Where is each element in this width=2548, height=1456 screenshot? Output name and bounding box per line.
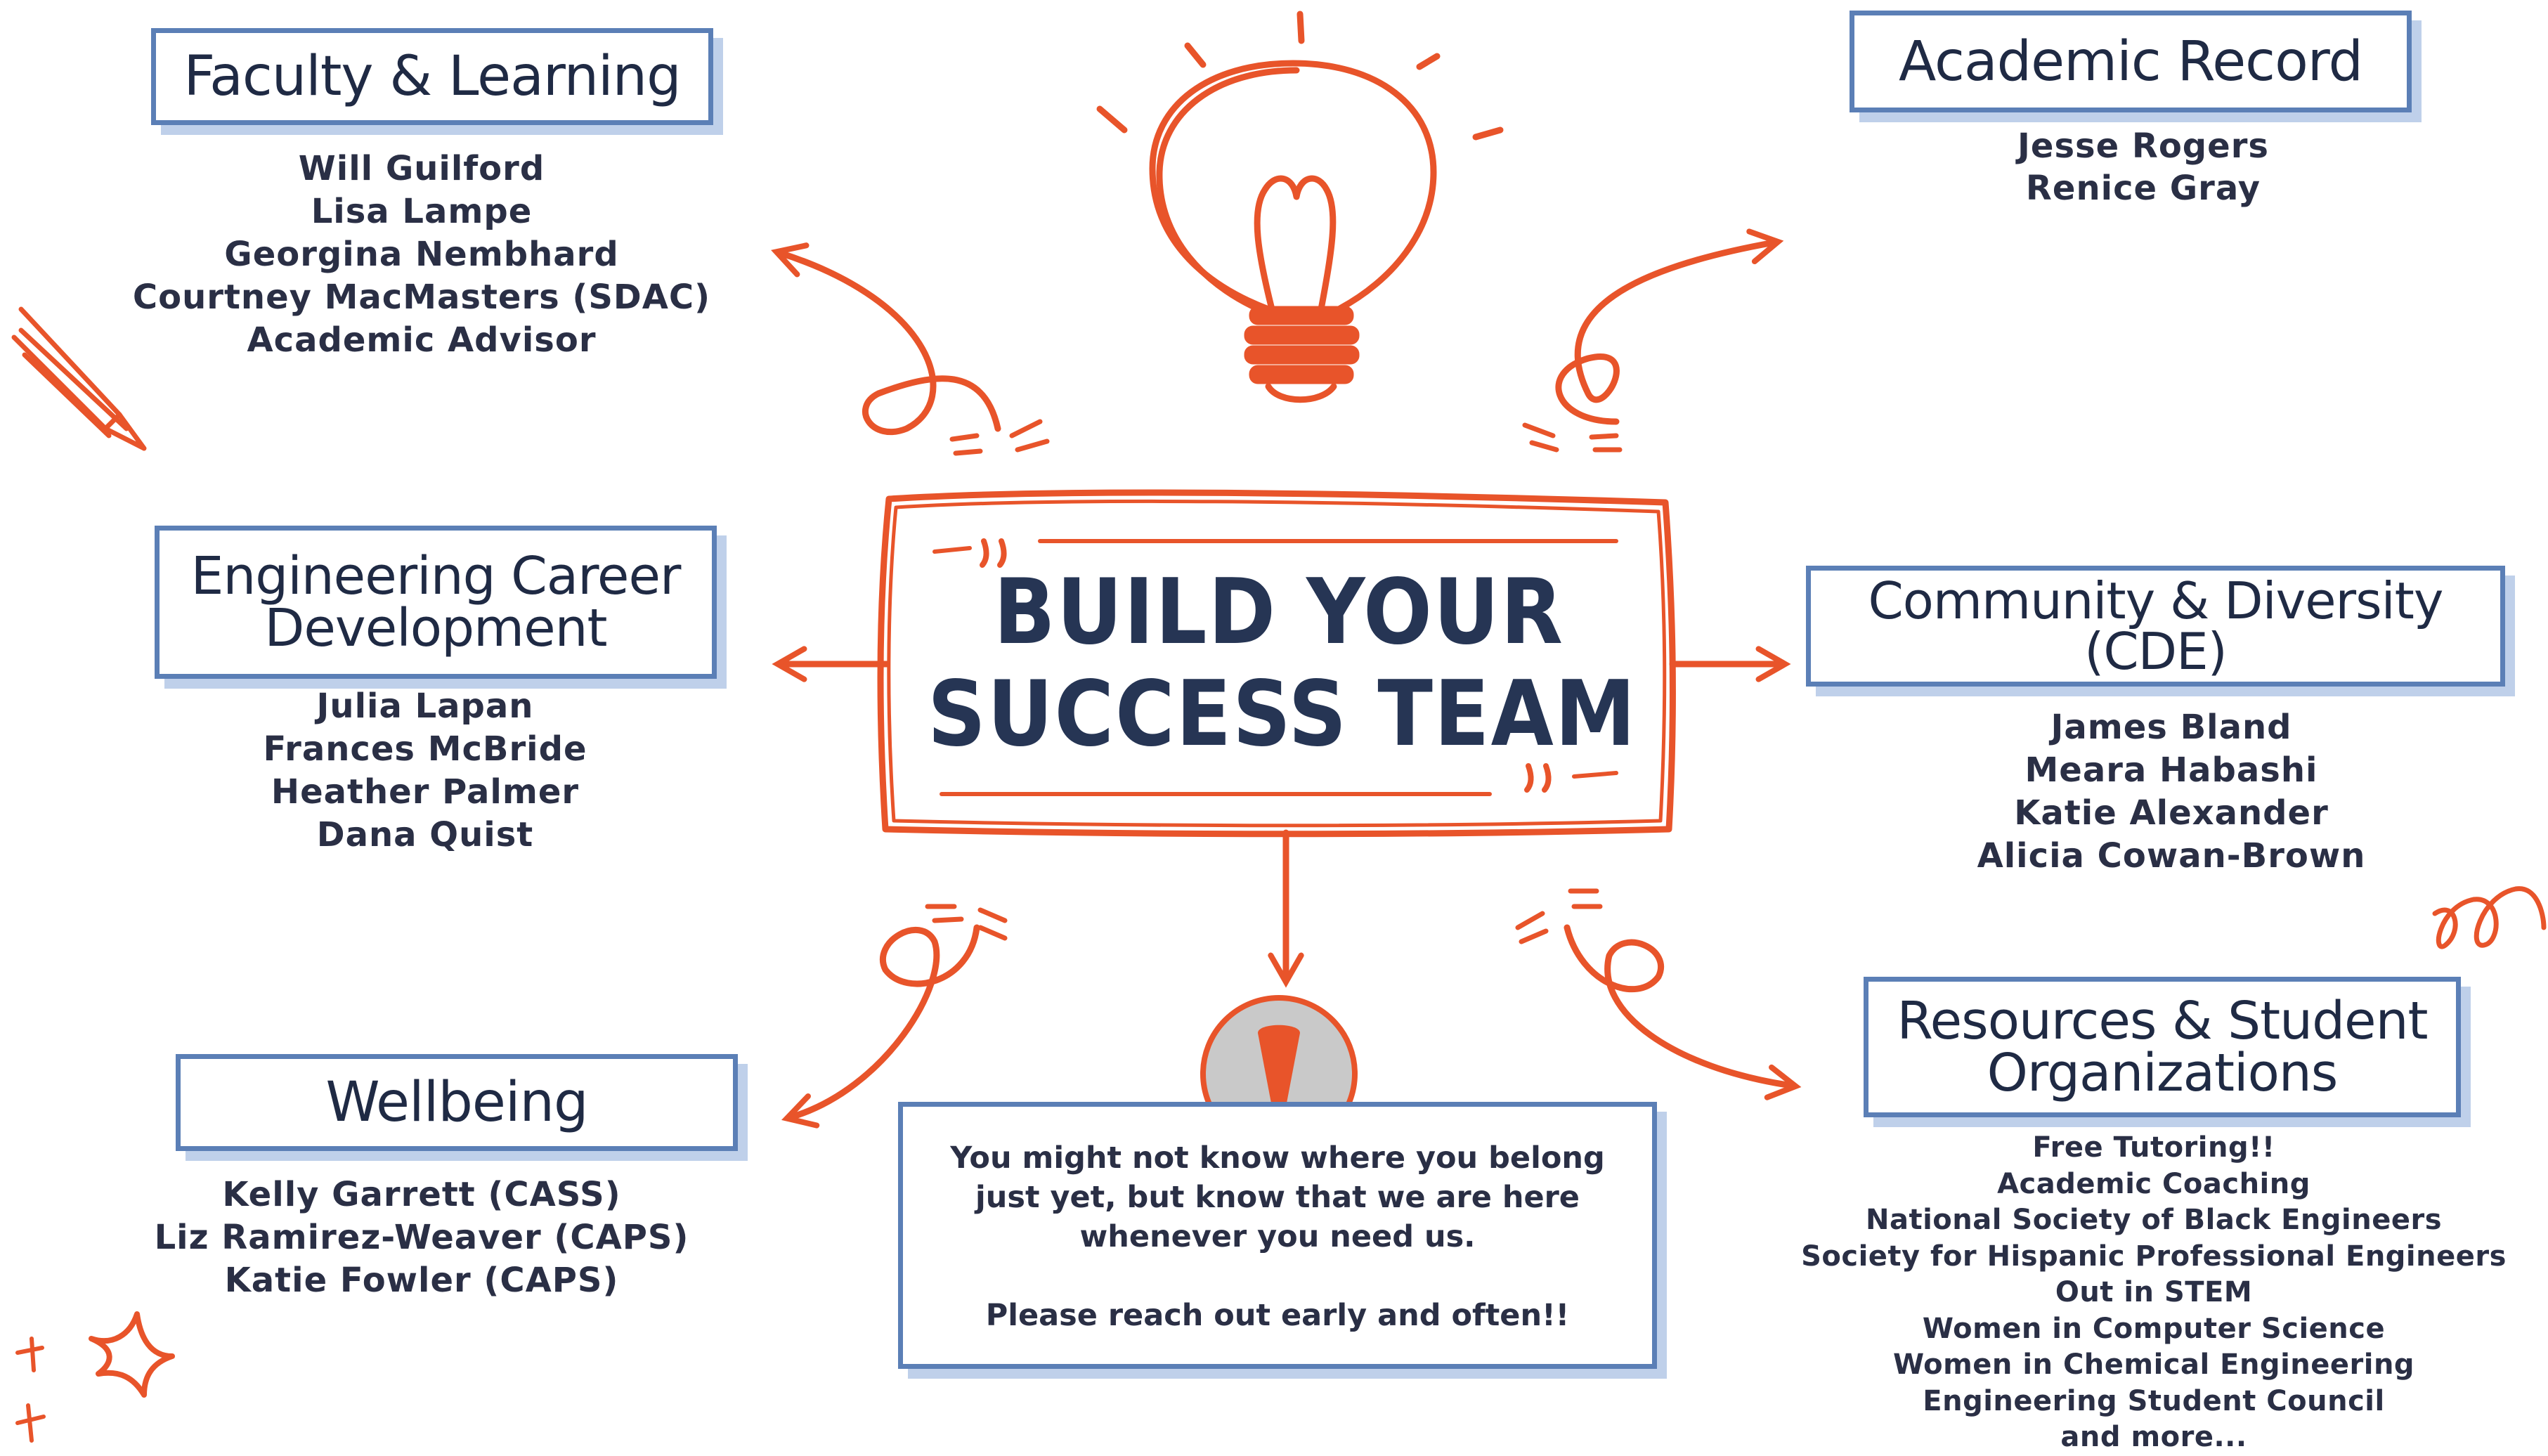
member-name: Liz Ramirez-Weaver (CAPS) (154, 1218, 689, 1257)
member-name: Lisa Lampe (311, 192, 533, 231)
lightbulb-icon (1096, 11, 1504, 403)
member-name: Meara Habashi (2024, 750, 2318, 790)
encouragement-note: You might not know where you belong just… (898, 1102, 1657, 1369)
list-item: and more... (2060, 1421, 2247, 1453)
academic-record-title: Academic Record (1899, 30, 2363, 93)
faculty-learning-members: Will Guilford Lisa Lampe Georgina Nembha… (84, 148, 759, 362)
career-development-title-box: Engineering Career Development (155, 526, 717, 679)
note-line-1: You might not know where you belong (950, 1140, 1605, 1176)
pencil-icon (11, 306, 147, 451)
list-item: Out in STEM (2055, 1276, 2253, 1308)
list-item: Engineering Student Council (1923, 1384, 2385, 1417)
academic-record-members: Jesse Rogers Renice Gray (1862, 125, 2424, 209)
list-item: Society for Hispanic Professional Engine… (1801, 1240, 2507, 1273)
member-name: Alicia Cowan-Brown (1977, 836, 2366, 876)
resources-title-line-2: Organizations (1987, 1043, 2339, 1103)
member-name: Georgina Nembhard (224, 235, 619, 274)
list-item: Academic Coaching (1997, 1167, 2310, 1200)
member-name: Jesse Rogers (2017, 126, 2269, 166)
member-name: Heather Palmer (271, 772, 580, 812)
member-name: Katie Fowler (CAPS) (224, 1261, 619, 1300)
academic-record-title-box: Academic Record (1850, 11, 2412, 112)
wellbeing-title-box: Wellbeing (176, 1054, 738, 1151)
motion-marks (925, 419, 1623, 944)
career-development-title-line-1: Engineering Career (190, 546, 682, 606)
note-line-4: Please reach out early and often!! (985, 1297, 1570, 1333)
sparkle-icon (15, 1311, 175, 1443)
faculty-learning-title-box: Faculty & Learning (151, 28, 713, 125)
member-name: Renice Gray (2025, 169, 2261, 208)
member-name: Courtney MacMasters (SDAC) (132, 278, 711, 317)
wellbeing-title: Wellbeing (325, 1071, 588, 1134)
swirl-decoration (2432, 886, 2547, 949)
list-item: Women in Chemical Engineering (1892, 1348, 2415, 1381)
member-name: Academic Advisor (247, 320, 597, 360)
resources-title-box: Resources & Student Organizations (1864, 977, 2461, 1117)
note-line-2: just yet, but know that we are here (975, 1179, 1580, 1215)
career-development-members: Julia Lapan Frances McBride Heather Palm… (144, 685, 706, 857)
community-diversity-title-box: Community & Diversity (CDE) (1806, 566, 2505, 687)
community-diversity-members: James Bland Meara Habashi Katie Alexande… (1890, 706, 2452, 878)
member-name: James Bland (2050, 708, 2292, 747)
note-line-3: whenever you need us. (1079, 1218, 1476, 1254)
arrows (771, 228, 1802, 1129)
list-item: Women in Computer Science (1922, 1312, 2386, 1345)
member-name: Kelly Garrett (CASS) (222, 1175, 621, 1214)
community-diversity-title-line-1: Community & Diversity (1868, 571, 2444, 630)
main-title: BUILD YOUR SUCCESS TEAM (928, 560, 1637, 767)
member-name: Dana Quist (316, 815, 534, 854)
list-item: Free Tutoring!! (2032, 1131, 2275, 1164)
resources-title-line-1: Resources & Student (1897, 991, 2429, 1051)
center-frame (877, 489, 1676, 838)
career-development-title-line-2: Development (264, 598, 607, 658)
wellbeing-members: Kelly Garrett (CASS) Liz Ramirez-Weaver … (134, 1174, 710, 1302)
main-title-line-2: SUCCESS TEAM (928, 661, 1637, 767)
list-item: National Society of Black Engineers (1866, 1204, 2442, 1236)
member-name: Katie Alexander (2014, 793, 2329, 833)
member-name: Will Guilford (298, 149, 545, 188)
community-diversity-title-line-2: (CDE) (2084, 622, 2227, 681)
main-title-line-1: BUILD YOUR (994, 560, 1564, 665)
member-name: Julia Lapan (316, 687, 534, 726)
member-name: Frances McBride (263, 729, 587, 769)
resources-members: Free Tutoring!! Academic Coaching Nation… (1771, 1130, 2537, 1456)
faculty-learning-title: Faculty & Learning (183, 45, 681, 108)
